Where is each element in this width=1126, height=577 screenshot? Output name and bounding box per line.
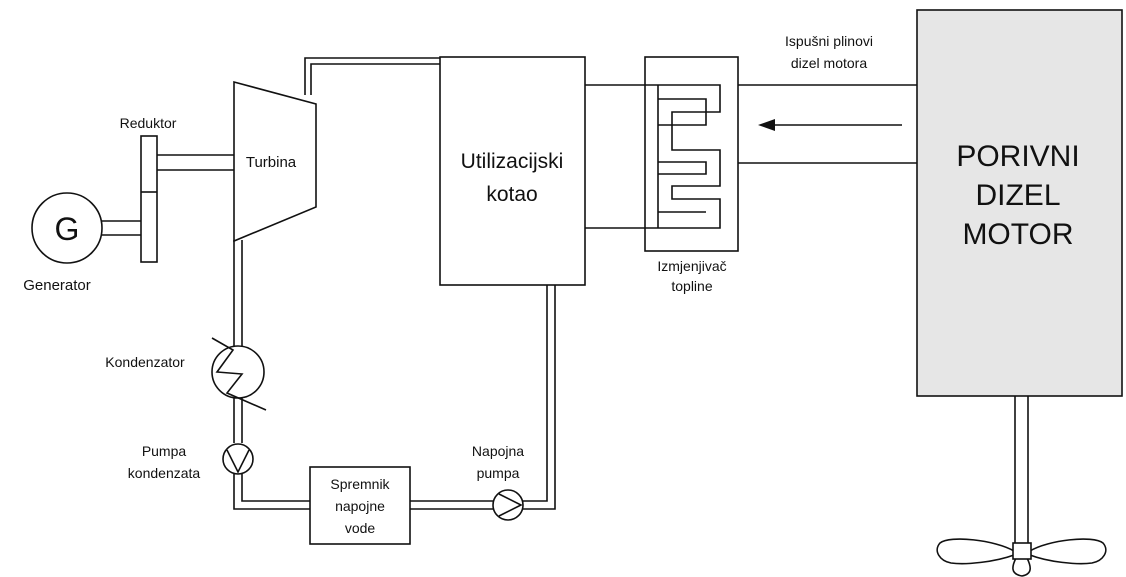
heat-exchanger-label-line2: topline	[671, 278, 712, 294]
engine-label-line3: MOTOR	[962, 218, 1073, 251]
steam-pipe	[304, 57, 440, 95]
exhaust-label-line2: dizel motora	[791, 55, 867, 71]
engine-label-line1: PORIVNI	[956, 140, 1079, 173]
tank-label-line3: vode	[345, 520, 376, 536]
condenser-label: Kondenzator	[105, 354, 185, 370]
propeller	[936, 538, 1107, 577]
generator-symbol: G	[55, 211, 80, 247]
feedwater-tank	[309, 466, 411, 545]
condensate-pump-icon	[222, 443, 254, 475]
propeller-shaft	[1014, 396, 1029, 545]
reductor-label: Reduktor	[120, 115, 177, 131]
feed-pump-label-line1: Napojna	[472, 443, 524, 459]
feedwater-line	[410, 285, 556, 510]
generator	[31, 192, 103, 264]
turbine	[233, 80, 317, 243]
tank-label-line1: Spremnik	[330, 476, 390, 492]
generator-shaft	[102, 220, 141, 236]
boiler-gas-ducts	[585, 84, 645, 229]
exhaust-flow-arrow	[758, 119, 902, 131]
boiler-label-line1: Utilizacijski	[461, 150, 564, 173]
turbine-label: Turbina	[246, 154, 297, 171]
feed-pump-label-line2: pumpa	[477, 465, 520, 481]
condensate-pump-label-line1: Pumpa	[142, 443, 187, 459]
turbine-shaft	[157, 154, 238, 171]
condensate-pump-label-line2: kondenzata	[128, 465, 201, 481]
heat-exchanger-label-line1: Izmjenjivač	[657, 258, 726, 274]
boiler-label-line2: kotao	[486, 183, 537, 206]
generator-label: Generator	[23, 277, 91, 294]
exhaust-duct	[738, 84, 917, 164]
reductor	[140, 135, 158, 263]
feed-pump-icon	[492, 489, 524, 521]
condensate-line	[233, 240, 310, 510]
main-diesel-engine	[916, 9, 1123, 397]
exhaust-label-line1: Ispušni plinovi	[785, 33, 873, 49]
condenser	[211, 337, 267, 411]
heat-exchanger	[644, 56, 739, 252]
engine-label-line2: DIZEL	[975, 179, 1060, 212]
waste-heat-boiler	[439, 56, 586, 286]
tank-label-line2: napojne	[335, 498, 385, 514]
